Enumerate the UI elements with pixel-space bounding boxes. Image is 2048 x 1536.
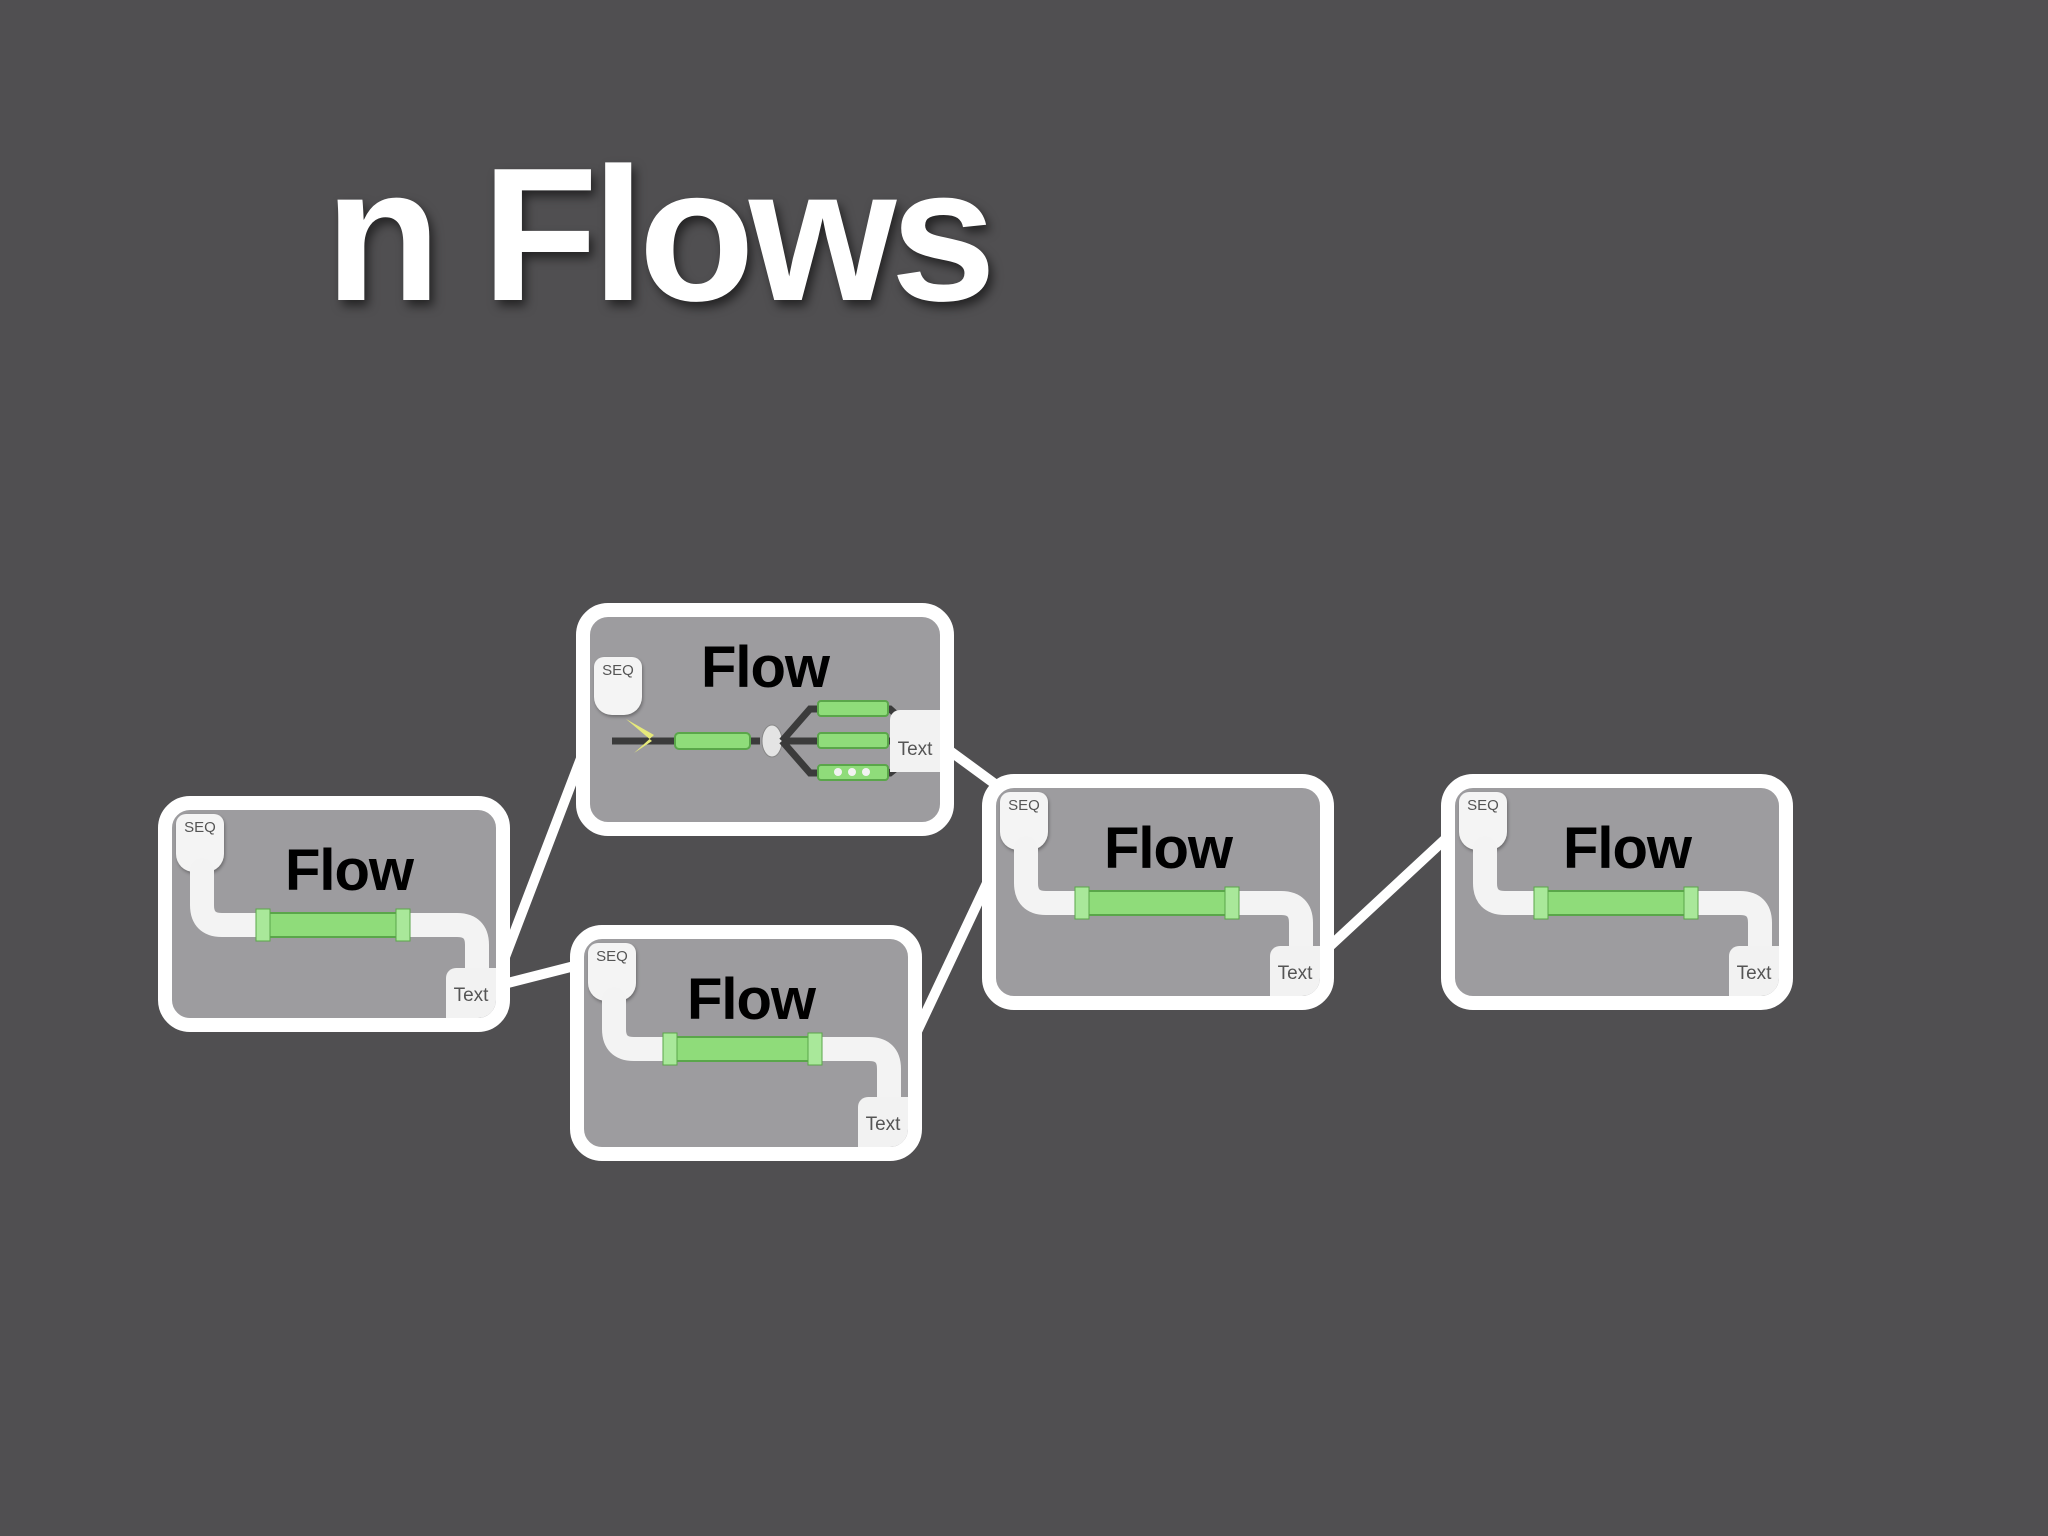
flow-box-4[interactable]: Flow SEQ Text <box>982 774 1334 1010</box>
pipe-icon <box>602 987 901 1111</box>
flow-title: Flow <box>700 635 830 700</box>
flow-box-1[interactable]: Flow SEQ Text <box>158 796 510 1032</box>
seq-input-icon: SEQ <box>176 814 224 872</box>
connector-flow1-flow2 <box>495 735 593 975</box>
branching-pipe-icon <box>612 700 913 781</box>
flow-title: Flow <box>1103 816 1233 881</box>
pipe-icon <box>190 858 489 982</box>
flow-box-5[interactable]: Flow SEQ Text <box>1441 774 1793 1010</box>
text-output-icon: Text <box>1270 946 1320 996</box>
flow-box-3[interactable]: Flow SEQ Text <box>570 925 922 1161</box>
text-output-icon: Text <box>1729 946 1779 996</box>
text-output-icon: Text <box>890 710 940 772</box>
flow-title: Flow <box>284 838 414 903</box>
flow-title: Flow <box>1562 816 1692 881</box>
text-output-icon: Text <box>858 1097 908 1147</box>
flow-box-2[interactable]: Flow SEQ Text <box>576 603 954 836</box>
pipe-icon <box>1014 836 1313 960</box>
text-output-icon: Text <box>446 968 496 1018</box>
pipe-icon <box>1473 836 1772 960</box>
slide-title: n Flows <box>325 129 996 341</box>
connector-flow4-flow5 <box>1310 825 1460 965</box>
seq-input-icon: SEQ <box>594 657 642 715</box>
flow-title: Flow <box>686 967 816 1032</box>
